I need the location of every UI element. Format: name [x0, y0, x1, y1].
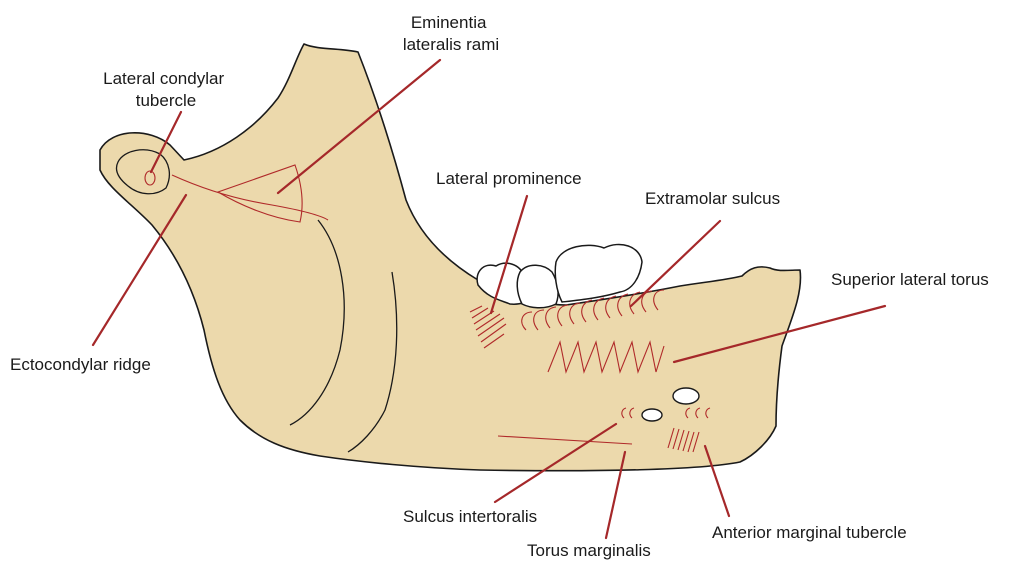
- label-lateral-prominence: Lateral prominence: [436, 169, 582, 188]
- label-anterior-marginal-tubercle: Anterior marginal tubercle: [712, 523, 907, 542]
- label-extramolar-sulcus: Extramolar sulcus: [645, 189, 780, 208]
- label-superior-lateral-torus: Superior lateral torus: [831, 270, 989, 289]
- label-sulcus-intertoralis: Sulcus intertoralis: [403, 507, 537, 526]
- mental-foramen-1: [673, 388, 699, 404]
- label-torus-marginalis: Torus marginalis: [527, 541, 651, 560]
- molar-tooth-3: [555, 244, 642, 302]
- label-condylar-tubercle: Lateral condylar tubercle: [103, 69, 229, 110]
- mental-foramen-2: [642, 409, 662, 421]
- label-eminentia: Eminentia lateralis rami: [403, 13, 499, 54]
- label-ectocondylar-ridge: Ectocondylar ridge: [10, 355, 151, 374]
- mandible-bone: [100, 44, 801, 471]
- molar-tooth-2: [517, 265, 558, 308]
- leader-ectocondylar-ridge: [93, 195, 186, 345]
